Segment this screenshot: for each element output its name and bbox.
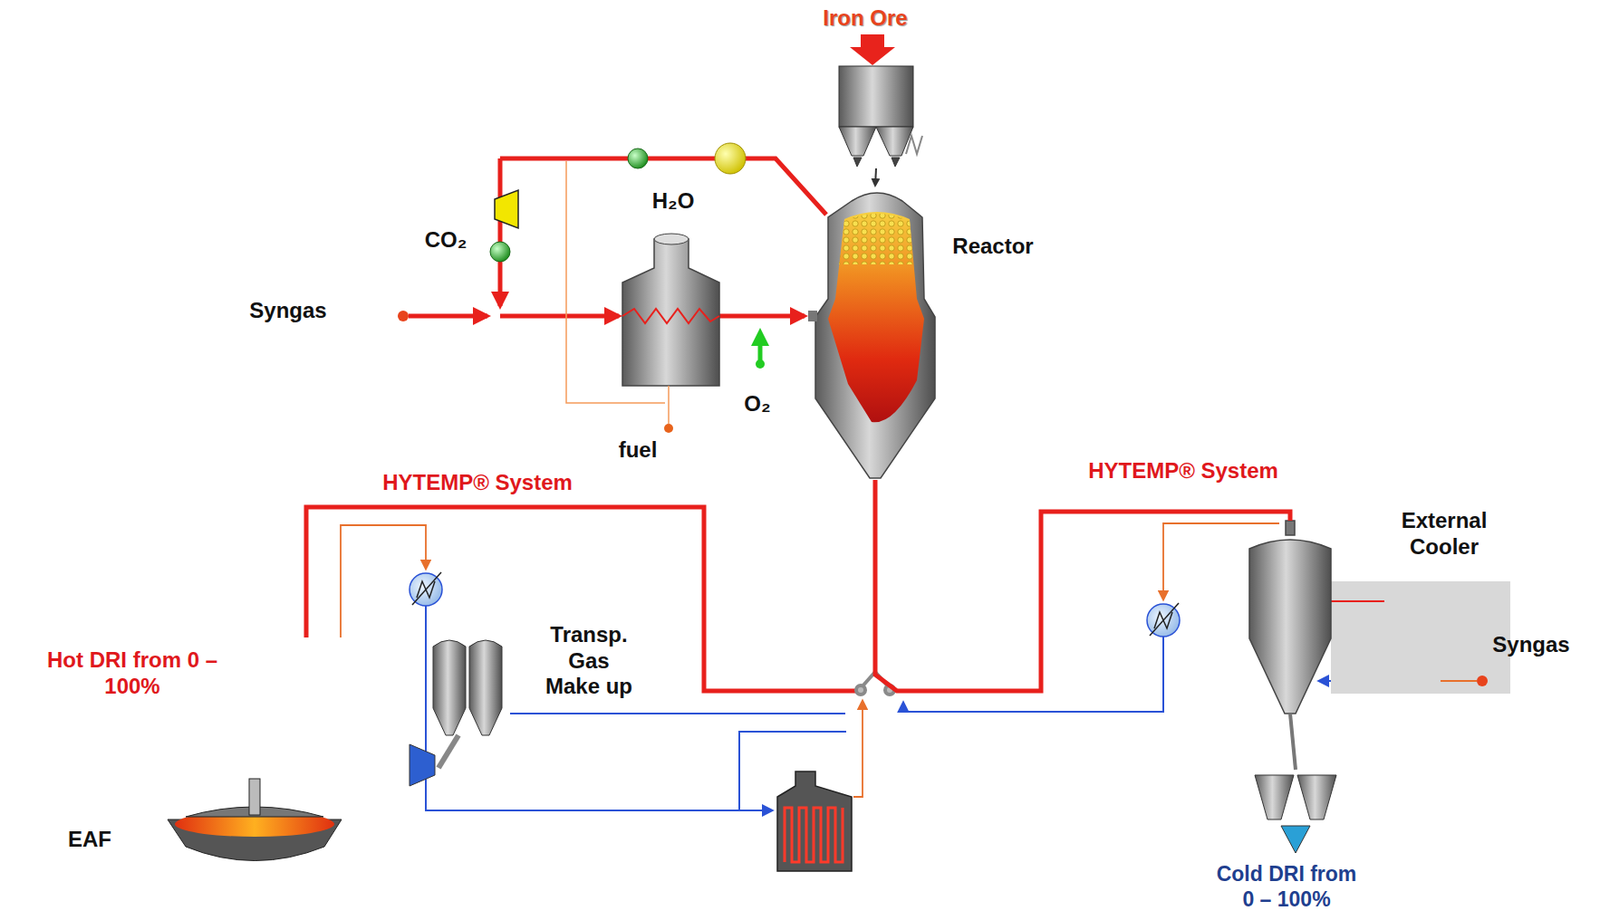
heat-exchanger bbox=[409, 573, 443, 607]
ore-hopper bbox=[906, 135, 923, 155]
gas-heater-bottom bbox=[777, 771, 852, 872]
electric-arc-furnace bbox=[249, 779, 261, 816]
equipment-label: EAF bbox=[67, 827, 112, 854]
cooler-panel bbox=[1330, 600, 1385, 603]
water-injector bbox=[714, 143, 746, 174]
gas-heater bbox=[622, 308, 720, 324]
external-cooler: External Cooler bbox=[1249, 520, 1331, 714]
valve bbox=[627, 148, 648, 169]
reactor-vessel bbox=[828, 212, 925, 423]
cooler-panel bbox=[1330, 581, 1511, 694]
transport-gas-bins: Transp. Gas Make up bbox=[428, 634, 512, 762]
cooling-gas-line bbox=[903, 636, 1164, 713]
external-cooler bbox=[1249, 520, 1331, 714]
stream-label: fuel bbox=[618, 437, 658, 464]
equipment-label: Cold DRI from 0 – 100% bbox=[1211, 862, 1362, 913]
cooling-gas-line bbox=[425, 606, 772, 811]
process-gas-pipe bbox=[719, 314, 805, 319]
heat-exchanger bbox=[1146, 604, 1180, 637]
fuel-line bbox=[667, 385, 670, 425]
stream-label: CO₂ bbox=[424, 227, 468, 254]
gas-heater-bottom bbox=[784, 808, 843, 863]
stream-label: Syngas bbox=[249, 298, 327, 325]
cold-dri-bins: Cold DRI from 0 – 100% bbox=[1254, 770, 1337, 825]
gas-heater bbox=[622, 239, 720, 386]
gas-heater bbox=[654, 233, 689, 245]
stream-label: Syngas bbox=[1492, 632, 1570, 659]
oxygen-injection bbox=[758, 335, 763, 361]
ore-arrow bbox=[849, 34, 896, 66]
heat-exchanger bbox=[409, 572, 1180, 637]
transport-gas-bins bbox=[409, 640, 502, 787]
ore-hopper bbox=[838, 66, 923, 167]
process-gas-pipe bbox=[408, 314, 488, 319]
splitter bbox=[856, 685, 866, 695]
process-gas-pipe bbox=[498, 158, 503, 307]
ore-hopper: Iron Ore bbox=[838, 66, 914, 169]
oxygen-injection bbox=[755, 359, 765, 369]
equipment-label: Reactor bbox=[952, 233, 1033, 261]
ore-hopper bbox=[891, 157, 900, 167]
process-gas-pipe bbox=[500, 158, 827, 215]
cold-dri-bins bbox=[1297, 775, 1337, 820]
cold-dri-bins bbox=[1254, 775, 1337, 854]
gas-heater bbox=[622, 233, 720, 386]
hot-gas-line bbox=[853, 701, 863, 798]
electric-arc-furnace: EAF bbox=[163, 777, 345, 870]
heat-exchanger bbox=[1149, 603, 1179, 637]
flow-connector bbox=[875, 480, 1291, 692]
reactor-vessel bbox=[815, 192, 935, 479]
ore-hopper bbox=[838, 126, 877, 156]
reactor: Reactor bbox=[815, 185, 935, 481]
ore-arrow bbox=[849, 34, 896, 66]
transport-gas-bins bbox=[469, 640, 502, 736]
reactor-vessel bbox=[808, 192, 935, 479]
hot-gas-line bbox=[340, 523, 1280, 798]
stream-label: O₂ bbox=[743, 391, 771, 418]
transport-gas-bins bbox=[438, 735, 459, 769]
fuel-line bbox=[566, 161, 666, 404]
cooler-panel bbox=[1440, 680, 1477, 683]
electric-arc-furnace bbox=[167, 779, 342, 862]
transport-gas-bins bbox=[433, 640, 466, 736]
cooling-gas-line bbox=[510, 713, 846, 715]
ore-hopper bbox=[853, 157, 862, 167]
heat-exchanger bbox=[412, 572, 442, 606]
equipment-label: Transp. Gas Make up bbox=[541, 622, 637, 701]
cold-dri-bins bbox=[1254, 775, 1294, 820]
valve bbox=[490, 241, 511, 262]
oxygen-injection bbox=[755, 335, 765, 369]
process-gas-pipe bbox=[306, 158, 861, 692]
fuel-line bbox=[664, 424, 674, 434]
water-injector bbox=[714, 143, 746, 174]
equipment-label: Iron Ore bbox=[822, 5, 907, 32]
reactor-vessel bbox=[808, 310, 818, 322]
stream-label: Hot DRI from 0 – 100% bbox=[41, 647, 223, 701]
external-cooler bbox=[1249, 539, 1331, 714]
stream-label: HYTEMP® System bbox=[382, 470, 573, 497]
syngas-inlet bbox=[397, 310, 409, 322]
process-gas-pipe bbox=[500, 314, 619, 319]
syngas-inlet bbox=[397, 310, 409, 322]
cooler-panel bbox=[1330, 581, 1511, 694]
reactor-vessel bbox=[838, 213, 914, 265]
stream-label: HYTEMP® System bbox=[1088, 458, 1279, 485]
flow-connector bbox=[1290, 713, 1296, 771]
cooler-panel bbox=[1476, 675, 1488, 687]
flow-connector bbox=[875, 168, 877, 186]
cold-dri-bins bbox=[1281, 826, 1311, 854]
transport-gas-bins bbox=[409, 744, 435, 787]
gas-heater-bottom bbox=[777, 771, 852, 872]
compressor bbox=[494, 190, 519, 229]
external-cooler bbox=[1285, 520, 1295, 536]
equipment-label: External Cooler bbox=[1385, 508, 1504, 561]
ore-hopper bbox=[838, 66, 914, 127]
stream-label: H₂O bbox=[652, 188, 695, 215]
